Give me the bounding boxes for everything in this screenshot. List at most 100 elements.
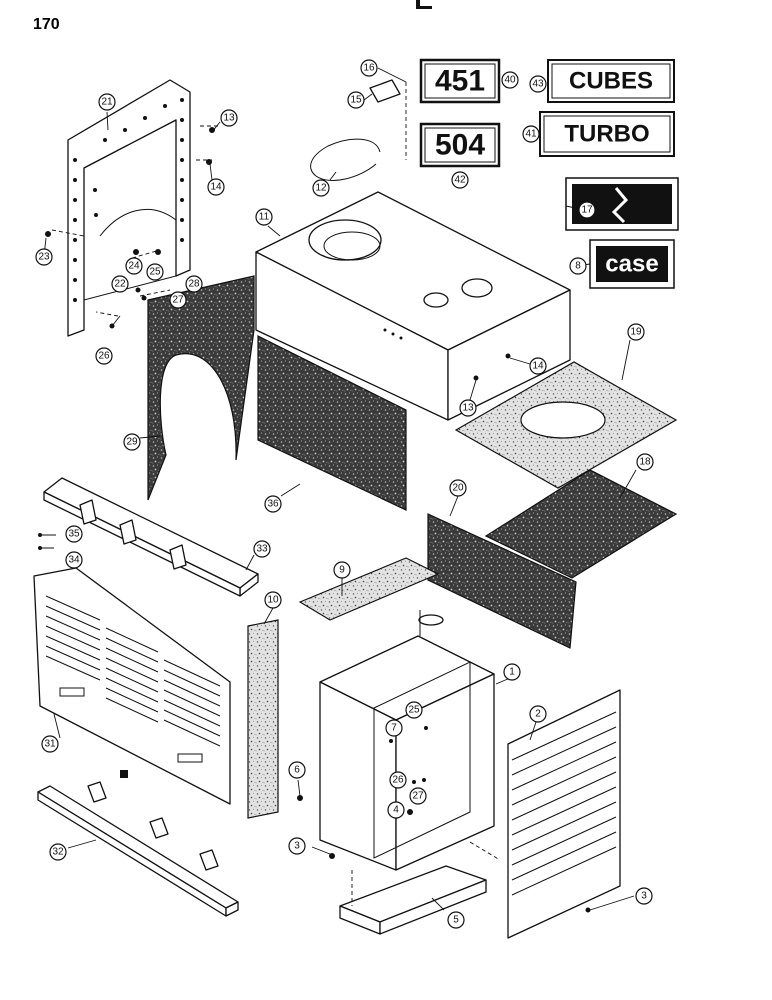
svg-text:23: 23 bbox=[38, 252, 50, 263]
callout-34: 34 bbox=[65, 551, 83, 569]
callout-42: 42 bbox=[451, 171, 469, 189]
svg-text:33: 33 bbox=[256, 544, 268, 555]
callout-25: 25 bbox=[146, 263, 164, 281]
callout-16: 16 bbox=[360, 59, 378, 77]
svg-text:1: 1 bbox=[509, 667, 515, 678]
screw-and-washer bbox=[38, 533, 56, 550]
small-plate bbox=[369, 79, 401, 103]
callout-28: 28 bbox=[185, 275, 203, 293]
svg-text:24: 24 bbox=[128, 261, 140, 272]
svg-text:6: 6 bbox=[294, 765, 300, 776]
svg-text:26: 26 bbox=[98, 351, 110, 362]
callout-19: 19 bbox=[627, 323, 645, 341]
bottom-tray bbox=[339, 865, 487, 935]
callout-32: 32 bbox=[49, 843, 67, 861]
svg-text:10: 10 bbox=[267, 595, 279, 606]
callout-3b: 3 bbox=[635, 887, 653, 905]
svg-text:17: 17 bbox=[581, 205, 593, 216]
decal-cubes-text: CUBES bbox=[569, 68, 653, 95]
svg-text:26: 26 bbox=[392, 775, 404, 786]
svg-text:15: 15 bbox=[350, 95, 362, 106]
grille-bottom-rail bbox=[37, 781, 239, 917]
callout-18: 18 bbox=[636, 453, 654, 471]
svg-text:7: 7 bbox=[391, 723, 397, 734]
callout-31: 31 bbox=[41, 735, 59, 753]
callout-22: 22 bbox=[111, 275, 129, 293]
callout-14b: 14 bbox=[529, 357, 547, 375]
svg-text:14: 14 bbox=[532, 361, 544, 372]
svg-text:40: 40 bbox=[504, 75, 516, 86]
callout-43: 43 bbox=[529, 75, 547, 93]
svg-text:25: 25 bbox=[149, 267, 161, 278]
callout-2: 2 bbox=[529, 705, 547, 723]
svg-text:25: 25 bbox=[408, 705, 420, 716]
leader-lines bbox=[43, 67, 637, 911]
callout-7: 7 bbox=[385, 719, 403, 737]
svg-text:22: 22 bbox=[114, 279, 126, 290]
svg-text:28: 28 bbox=[188, 279, 200, 290]
svg-text:29: 29 bbox=[126, 437, 138, 448]
svg-text:19: 19 bbox=[630, 327, 642, 338]
callout-1: 1 bbox=[503, 663, 521, 681]
svg-text:21: 21 bbox=[101, 97, 113, 108]
callout-27b: 27 bbox=[409, 787, 427, 805]
callout-6: 6 bbox=[288, 761, 306, 779]
decal-504-text: 504 bbox=[435, 129, 485, 162]
svg-text:32: 32 bbox=[52, 847, 64, 858]
decal-case-logo: case bbox=[589, 239, 675, 289]
svg-text:16: 16 bbox=[363, 63, 375, 74]
callout-20: 2120 bbox=[449, 479, 467, 497]
svg-text:27: 27 bbox=[172, 295, 184, 306]
callout-25b: 2625 bbox=[405, 701, 423, 719]
callout-13b: 13 bbox=[459, 399, 477, 417]
main-housing bbox=[319, 610, 495, 871]
svg-text:12: 12 bbox=[315, 183, 327, 194]
callout-4: 4 bbox=[387, 801, 405, 819]
cropped-title-fragment bbox=[416, 0, 432, 9]
svg-text:31: 31 bbox=[44, 739, 56, 750]
decal-case-text: case bbox=[605, 251, 658, 278]
callout-5: 5 bbox=[447, 911, 465, 929]
front-grille bbox=[33, 567, 231, 805]
decal-turbo-text: TURBO bbox=[564, 121, 649, 148]
svg-text:5: 5 bbox=[453, 915, 459, 926]
insulation-panel-20 bbox=[427, 513, 577, 649]
svg-text:34: 34 bbox=[68, 555, 80, 566]
fasteners bbox=[45, 127, 591, 913]
decal-turbo: TURBO bbox=[539, 111, 675, 157]
callout-12: 12 bbox=[312, 179, 330, 197]
insulation-panel-front bbox=[257, 335, 407, 511]
callout-13: 13 bbox=[220, 109, 238, 127]
callout-41: 41 bbox=[522, 125, 540, 143]
svg-text:13: 13 bbox=[223, 113, 235, 124]
callout-26b: 26 bbox=[389, 771, 407, 789]
insulation-pad-18 bbox=[484, 469, 678, 579]
callout-24: 24 bbox=[125, 257, 143, 275]
side-louver-panel bbox=[507, 689, 621, 939]
top-insulation-pad bbox=[454, 361, 678, 489]
callout-9: 9 bbox=[333, 561, 351, 579]
decal-504: 504 bbox=[419, 122, 501, 168]
callout-29: 29 bbox=[123, 433, 141, 451]
callout-26: 26 bbox=[95, 347, 113, 365]
grille-top-rail bbox=[43, 477, 259, 597]
svg-text:13: 13 bbox=[462, 403, 474, 414]
callout-17: 17 bbox=[578, 201, 596, 219]
svg-text:8: 8 bbox=[575, 261, 581, 272]
svg-text:41: 41 bbox=[525, 129, 537, 140]
retaining-ring bbox=[310, 138, 381, 181]
svg-text:3: 3 bbox=[641, 891, 647, 902]
svg-text:27: 27 bbox=[412, 791, 424, 802]
svg-text:9: 9 bbox=[339, 565, 345, 576]
svg-text:14: 14 bbox=[210, 182, 222, 193]
callout-8: 8 bbox=[569, 257, 587, 275]
svg-text:42: 42 bbox=[454, 175, 466, 186]
callout-15: 15 bbox=[347, 91, 365, 109]
callout-35: 35 bbox=[65, 525, 83, 543]
svg-text:18: 18 bbox=[639, 457, 651, 468]
callout-33: 33 bbox=[253, 540, 271, 558]
svg-text:2: 2 bbox=[535, 709, 541, 720]
svg-text:36: 36 bbox=[267, 499, 279, 510]
svg-text:20: 20 bbox=[452, 483, 464, 494]
